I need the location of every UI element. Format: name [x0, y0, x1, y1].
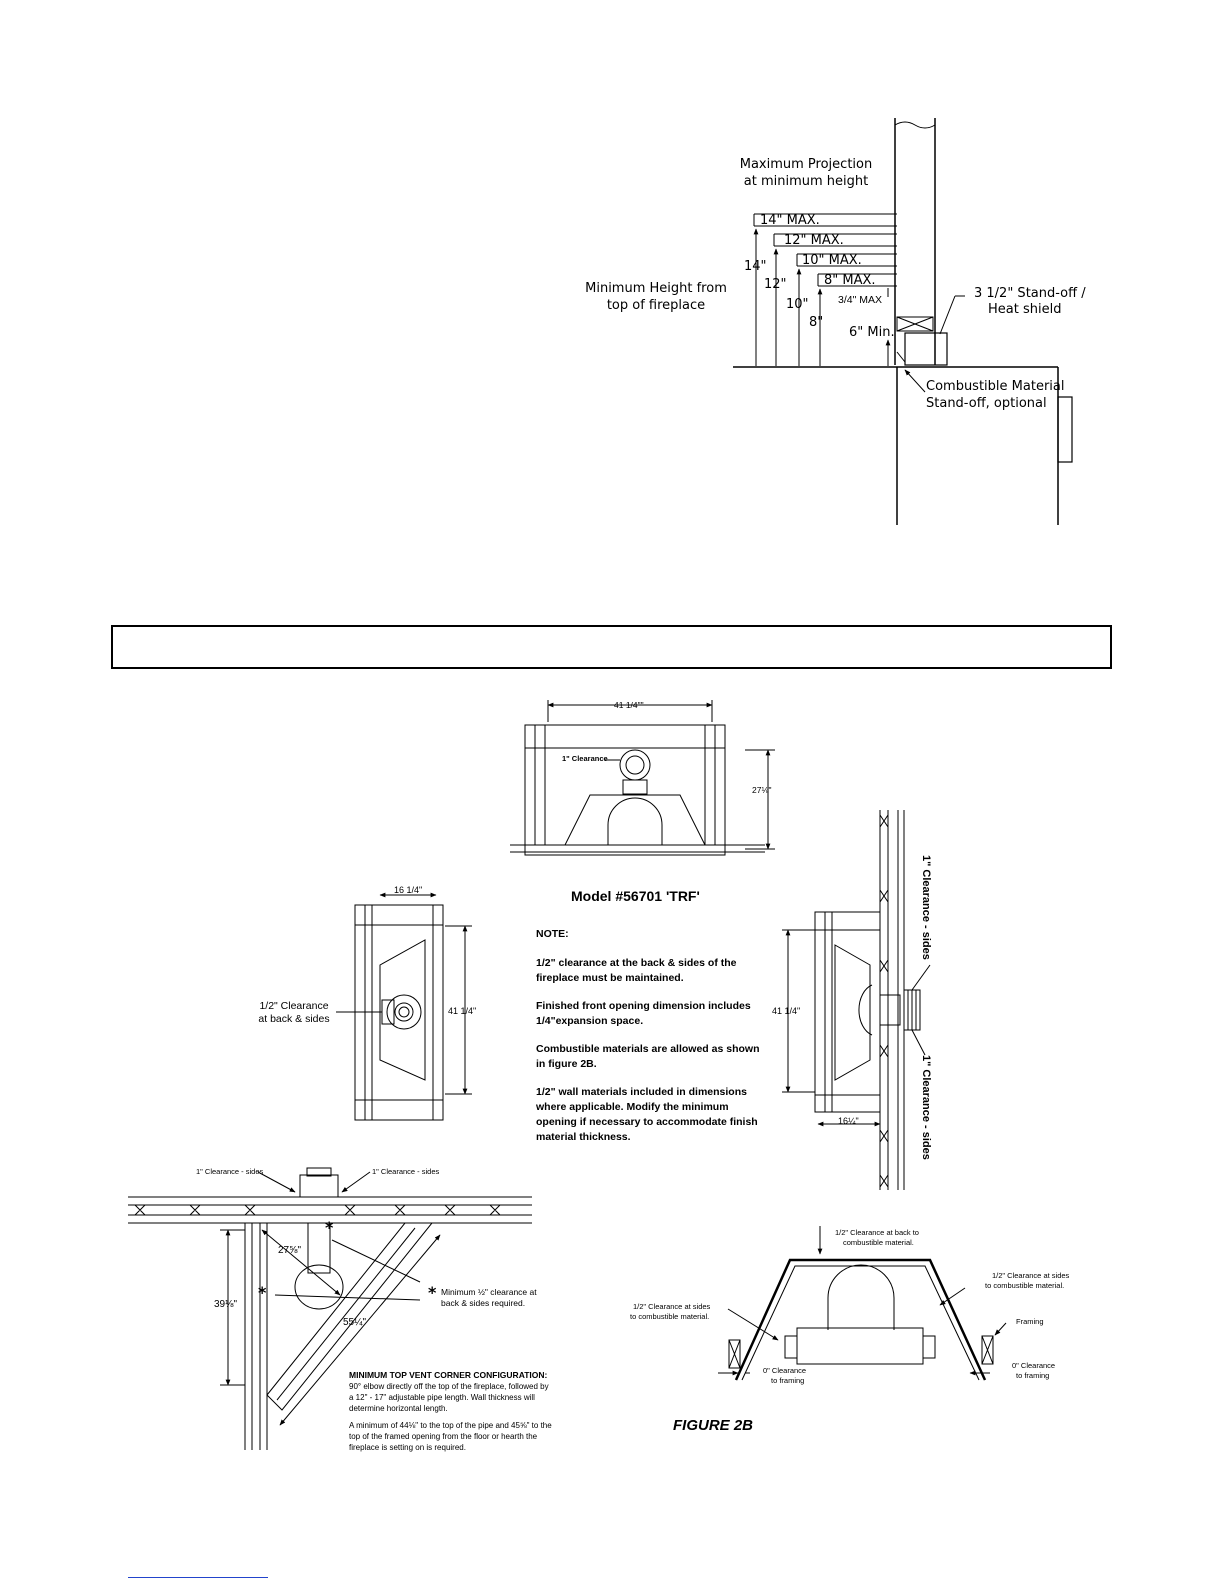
note-4-line-3: opening if necessary to accommodate fini… [536, 1116, 758, 1128]
min-text-2: top of the framed opening from the floor… [349, 1432, 538, 1441]
note-heading: NOTE: [536, 928, 569, 940]
note-1-line-2: fireplace must be maintained. [536, 972, 684, 984]
asterisk-mark-2: * [258, 1283, 267, 1302]
corner-config-drawing [128, 1167, 532, 1450]
note-3-line-1: Combustible materials are allowed as sho… [536, 1043, 759, 1055]
top-clearance-label-2: at back & sides [258, 1013, 329, 1025]
front-width-dim: 41 1/4"" [614, 700, 644, 710]
footer-link-underline [128, 1577, 268, 1578]
combustible-label-2: Stand-off, optional [926, 396, 1047, 411]
side-depth-dim: 16¼" [838, 1116, 859, 1126]
config-text-1: 90° elbow directly off the top of the fi… [349, 1382, 549, 1391]
figure-2b-drawing [718, 1226, 1007, 1381]
max-projection-label-1: Maximum Projection [740, 157, 872, 172]
fig2b-back-clearance-2: combustible material. [843, 1238, 914, 1247]
figure-2b-caption: FIGURE 2B [673, 1417, 753, 1434]
note-4-line-2: where applicable. Modify the minimum [535, 1101, 729, 1113]
top-view-drawing [336, 892, 472, 1121]
fig2b-zero-left-2: to framing [771, 1376, 804, 1385]
corner-dim-c: 55¼" [343, 1316, 366, 1328]
max-label-12: 12" MAX. [784, 233, 844, 248]
fig2b-back-clearance-1: 1/2" Clearance at back to [835, 1228, 919, 1237]
asterisk-mark-3: * [428, 1283, 437, 1302]
front-height-dim: 27⅛" [752, 785, 772, 795]
side-clearance-bottom: 1" Clearance - sides [920, 1055, 932, 1160]
note-4-line-4: material thickness. [536, 1131, 631, 1143]
fig2b-framing: Framing [1016, 1317, 1044, 1326]
top-width-dim: 41 1/4" [448, 1006, 476, 1016]
model-title: Model #56701 'TRF' [571, 888, 700, 904]
fig2b-zero-left-1: 0" Clearance [763, 1366, 806, 1375]
height-label-14: 14" [744, 259, 767, 274]
max-label-8: 8" MAX. [824, 273, 876, 288]
minimum-note-1: Minimum ½" clearance at [441, 1287, 537, 1297]
front-clearance-label: 1" Clearance [562, 754, 608, 763]
config-title: MINIMUM TOP VENT CORNER CONFIGURATION: [349, 1370, 548, 1380]
top-clearance-label-1: 1/2" Clearance [259, 1000, 328, 1012]
side-height-dim: 41 1/4" [772, 1006, 800, 1016]
min-height-label-1: Minimum Height from [585, 281, 727, 296]
projection-diagram [733, 118, 1073, 525]
asterisk-mark-1: * [325, 1218, 334, 1237]
config-text-3: determine horizontal length. [349, 1404, 448, 1413]
corner-clearance-left: 1" Clearance - sides [196, 1167, 264, 1176]
combustible-label-1: Combustible Material [926, 379, 1064, 394]
fig2b-zero-right-2: to framing [1016, 1371, 1049, 1380]
fig2b-sides-left-2: to combustible material. [630, 1312, 709, 1321]
front-view-drawing [510, 700, 775, 856]
section-header-box [111, 625, 1112, 669]
note-3-line-2: in figure 2B. [536, 1058, 597, 1070]
fig2b-sides-right-2: to combustible material. [985, 1281, 1064, 1290]
height-label-12: 12" [764, 277, 787, 292]
corner-clearance-right: 1" Clearance - sides [372, 1167, 440, 1176]
note-2-line-1: Finished front opening dimension include… [536, 1000, 751, 1012]
side-view-drawing [782, 810, 931, 1190]
note-1-line-1: 1/2" clearance at the back & sides of th… [536, 957, 737, 969]
max-label-14: 14" MAX. [760, 213, 820, 228]
standoff-label-2: Heat shield [988, 302, 1061, 317]
config-text-2: a 12" - 17" adjustable pipe length. Wall… [349, 1393, 535, 1402]
note-2-line-2: 1/4"expansion space. [536, 1015, 643, 1027]
standoff-label-1: 3 1/2" Stand-off / [974, 286, 1086, 301]
height-label-8: 8" [809, 315, 823, 330]
height-label-10: 10" [786, 297, 809, 312]
three-quarter-max-label: 3/4" MAX [838, 294, 882, 306]
fig2b-zero-right-1: 0" Clearance [1012, 1361, 1055, 1370]
min-text-1: A minimum of 44⅛" to the top of the pipe… [349, 1421, 552, 1430]
note-4-line-1: 1/2" wall materials included in dimensio… [536, 1086, 747, 1098]
six-min-label: 6" Min. [849, 325, 895, 340]
min-height-label-2: top of fireplace [607, 298, 705, 313]
max-projection-label-2: at minimum height [744, 174, 868, 189]
corner-dim-b: 39⅛" [214, 1299, 237, 1310]
fig2b-sides-right-1: 1/2" Clearance at sides [992, 1271, 1070, 1280]
fig2b-sides-left-1: 1/2" Clearance at sides [633, 1302, 711, 1311]
side-clearance-top: 1" Clearance - sides [920, 855, 932, 960]
max-label-10: 10" MAX. [802, 253, 862, 268]
minimum-note-2: back & sides required. [441, 1298, 525, 1308]
top-depth-dim: 16 1/4" [394, 885, 422, 895]
corner-dim-a: 27⅝" [278, 1245, 301, 1256]
min-text-3: fireplace is setting on is required. [349, 1443, 466, 1452]
